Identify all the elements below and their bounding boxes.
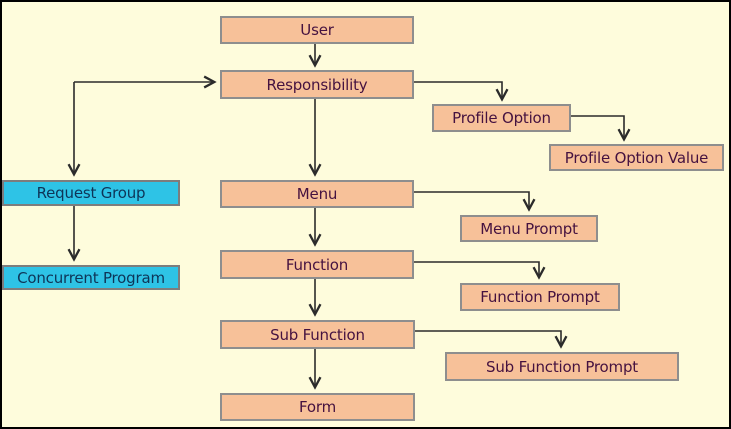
edge-profile-option-to-profile-option-value [569,115,624,138]
node-menu: Menu [220,180,414,208]
node-sub-function-prompt: Sub Function Prompt [445,352,679,381]
node-menu-prompt: Menu Prompt [460,215,598,242]
node-request-group: Request Group [2,180,180,206]
edge-sub-function-to-sub-function-prompt [413,330,561,345]
node-responsibility: Responsibility [220,70,414,99]
node-form: Form [220,393,415,421]
edge-function-to-function-prompt [412,261,539,276]
node-sub-function: Sub Function [220,320,415,349]
edge-menu-to-menu-prompt [412,191,529,208]
node-concurrent-program: Concurrent Program [2,265,180,290]
node-profile-option-value: Profile Option Value [549,144,724,171]
edge-responsibility-to-profile-option [412,81,502,98]
node-profile-option: Profile Option [432,104,571,132]
node-function: Function [220,250,414,279]
node-function-prompt: Function Prompt [460,283,620,311]
node-user: User [220,16,414,44]
